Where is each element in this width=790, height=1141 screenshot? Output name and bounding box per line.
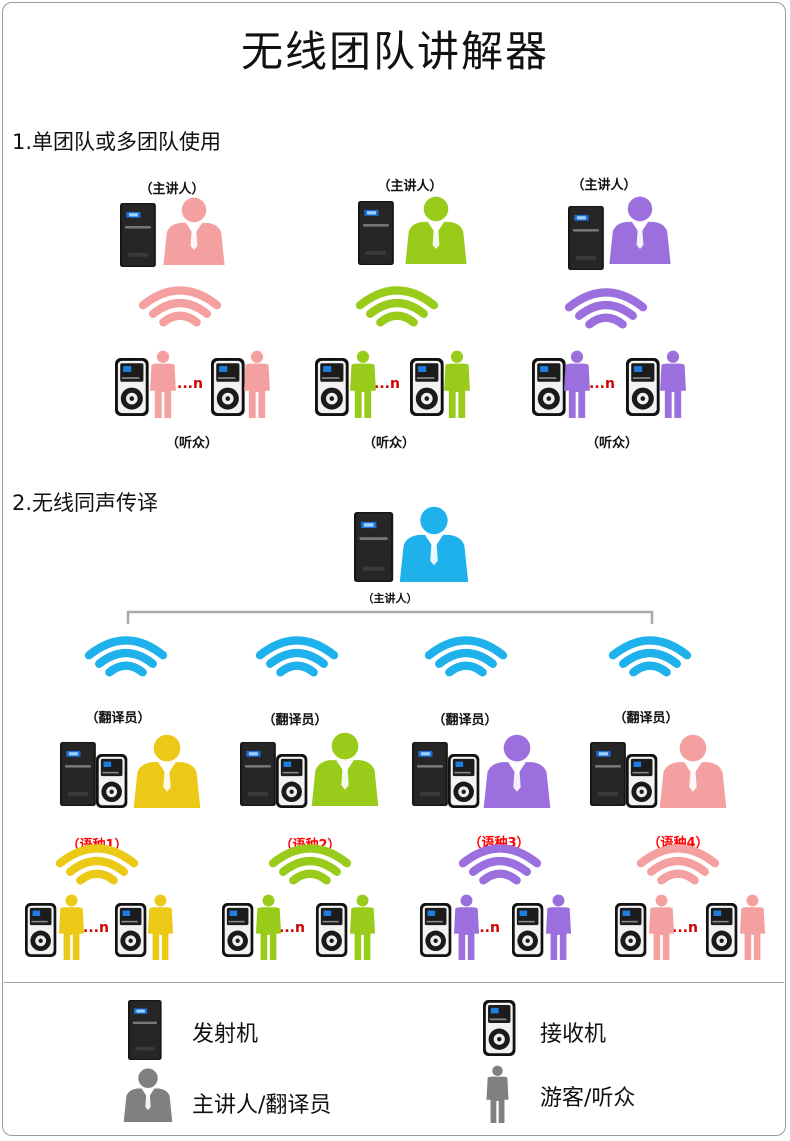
language-receiver-3a — [420, 903, 452, 957]
section1-listener-1a — [150, 350, 176, 418]
interpreter-label-1: （翻译员） — [85, 711, 151, 726]
section2-connector-3: ...n — [474, 920, 500, 936]
interpreter-label-4: （翻译员） — [613, 711, 679, 726]
language-waves-4 — [636, 844, 720, 885]
language-receiver-2b — [316, 903, 348, 957]
language-receiver-4a — [615, 903, 647, 957]
interpreter-transmitter-2 — [240, 742, 276, 806]
language-listener-2b — [349, 894, 376, 960]
language-waves-1 — [55, 844, 139, 885]
section1-transmitter-1 — [120, 203, 156, 267]
section1-listener-label-1: （听众） — [165, 436, 219, 451]
language-listener-3b — [545, 894, 572, 960]
section1-listener-2a — [350, 350, 376, 418]
page-title: 无线团队讲解器 — [240, 27, 549, 76]
section1-receiver-3a — [532, 358, 566, 416]
section2-broadcast-waves-3 — [424, 636, 508, 677]
legend-speaker-text: 主讲人/翻译员 — [192, 1093, 332, 1118]
interpreter-receiver-2 — [276, 754, 308, 808]
section1-receiver-2b — [410, 358, 444, 416]
section2-heading: 2.无线同声传译 — [12, 491, 159, 515]
interpreter-transmitter-4 — [590, 742, 626, 806]
language-waves-2 — [268, 844, 352, 885]
interpreter-transmitter-3 — [412, 742, 448, 806]
section1-listener-2b — [444, 350, 470, 418]
section1-speaker-label-1: （主讲人） — [139, 182, 205, 197]
legend-transmitter-icon — [128, 1000, 162, 1060]
section1-connector-2: ...n — [374, 376, 400, 392]
section1-receiver-1a — [115, 358, 149, 416]
section1-speaker-label-3: （主讲人） — [571, 178, 637, 193]
language-receiver-3b — [512, 903, 544, 957]
section1-listener-1b — [244, 350, 270, 418]
interpreter-4 — [659, 734, 727, 808]
section2-broadcast-waves-1 — [84, 636, 168, 677]
section1-heading: 1.单团队或多团队使用 — [12, 130, 222, 154]
section1-receiver-1b — [211, 358, 245, 416]
interpreter-receiver-1 — [96, 754, 128, 808]
language-receiver-4b — [706, 903, 738, 957]
legend-speaker-icon — [123, 1068, 173, 1122]
language-receiver-1a — [25, 903, 57, 957]
interpreter-label-3: （翻译员） — [432, 713, 498, 728]
section1-listener-label-3: （听众） — [585, 436, 639, 451]
section1-listener-label-2: （听众） — [362, 436, 416, 451]
interpreter-receiver-4 — [626, 754, 658, 808]
section1-speaker-2 — [405, 196, 467, 264]
section1-waves-1 — [138, 286, 222, 327]
section2-connector-2: ...n — [279, 920, 305, 936]
language-receiver-2a — [222, 903, 254, 957]
language-listener-2a — [255, 894, 282, 960]
section1-transmitter-2 — [358, 201, 394, 265]
language-listener-4a — [648, 894, 675, 960]
language-receiver-1b — [115, 903, 147, 957]
legend-receiver-text: 接收机 — [540, 1022, 607, 1047]
interpreter-1 — [133, 734, 201, 808]
legend-receiver-icon — [483, 1000, 516, 1056]
section2-broadcast-waves-4 — [608, 636, 692, 677]
section1-speaker-1 — [163, 197, 225, 265]
section1-connector-1: ...n — [177, 376, 203, 392]
interpreter-3 — [483, 734, 551, 808]
section2-transmitter — [354, 512, 394, 582]
interpreter-label-2: （翻译员） — [262, 713, 328, 728]
legend-transmitter-text: 发射机 — [192, 1022, 259, 1047]
section1-speaker-3 — [609, 196, 671, 264]
interpreter-2 — [311, 732, 379, 806]
section1-transmitter-3 — [568, 206, 604, 270]
section2-connector-1: ...n — [83, 920, 109, 936]
language-waves-3 — [458, 844, 542, 885]
language-listener-1a — [58, 894, 85, 960]
interpreter-transmitter-1 — [60, 742, 96, 806]
section1-receiver-3b — [626, 358, 660, 416]
section1-listener-3a — [564, 350, 590, 418]
language-listener-4b — [739, 894, 766, 960]
legend-divider — [4, 982, 784, 983]
section2-broadcast-waves-2 — [255, 636, 339, 677]
interpreter-receiver-3 — [448, 754, 480, 808]
section1-receiver-2a — [315, 358, 349, 416]
legend-listener-icon — [486, 1065, 509, 1123]
section2-speaker-label: （主讲人） — [362, 592, 418, 605]
section1-speaker-label-2: （主讲人） — [377, 179, 443, 194]
section1-waves-3 — [564, 288, 648, 329]
broadcast-connector-line — [126, 610, 654, 624]
language-listener-3a — [453, 894, 480, 960]
section2-connector-4: ...n — [672, 920, 698, 936]
section1-connector-3: ...n — [589, 376, 615, 392]
language-listener-1b — [147, 894, 174, 960]
section1-waves-2 — [355, 286, 439, 327]
legend-listener-text: 游客/听众 — [540, 1086, 636, 1111]
section2-speaker — [399, 506, 469, 582]
section1-listener-3b — [660, 350, 686, 418]
